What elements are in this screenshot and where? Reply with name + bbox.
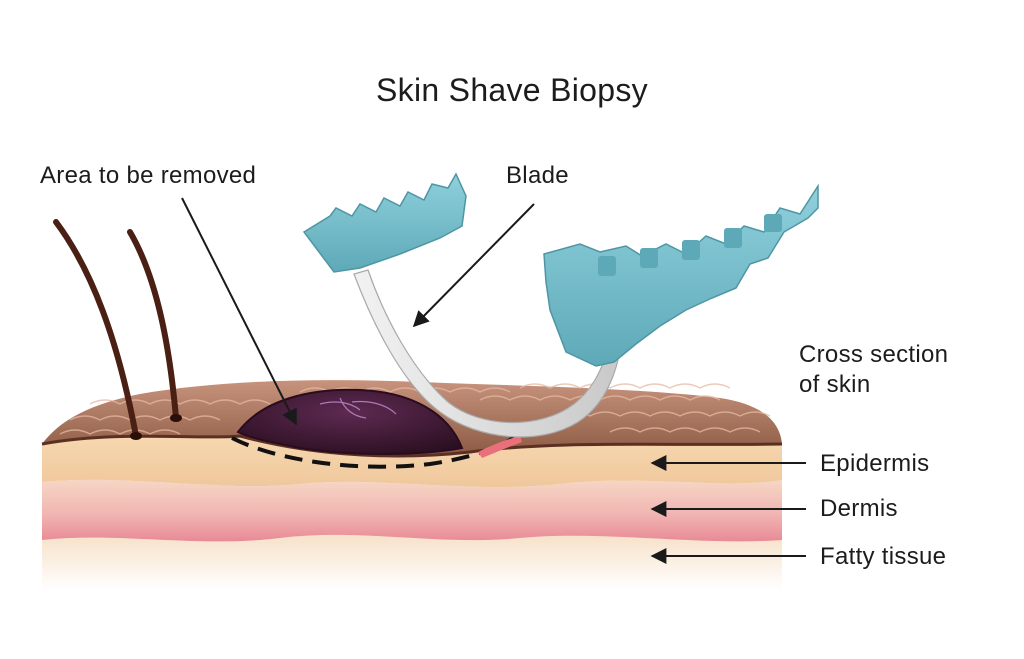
hair-strand-1 [53,219,139,439]
label-cross-section-line2: of skin [799,371,871,398]
incision-mark [478,436,522,458]
blade-handle-left [302,172,467,273]
dermis-layer [42,479,782,542]
hair-follicle-2 [170,414,182,422]
skin-scale-texture [59,383,771,435]
diagram-title: Skin Shave Biopsy [376,72,648,108]
epidermis-top-edge [41,434,783,458]
label-area-to-be-removed: Area to be removed [40,162,257,189]
blade-handle-grip-notches [598,214,782,276]
label-cross-section: Cross section of skin [799,340,948,400]
epidermis-layer [42,436,782,488]
label-epidermis: Epidermis [820,450,930,477]
blade-handle-right [543,183,819,367]
label-fatty-tissue: Fatty tissue [820,543,947,570]
hair-follicle-1 [130,432,142,440]
arrow-area-to-be-removed [181,197,297,426]
label-cross-section-line1: Cross section [799,341,949,368]
lesion [236,388,464,455]
hair-strand-2 [127,229,179,421]
blade-metal [353,269,619,438]
label-dermis: Dermis [820,495,898,522]
fatty-tissue-layer [42,534,782,590]
lesion-highlight [319,397,397,419]
label-blade: Blade [506,162,569,189]
arrow-blade [412,203,535,328]
